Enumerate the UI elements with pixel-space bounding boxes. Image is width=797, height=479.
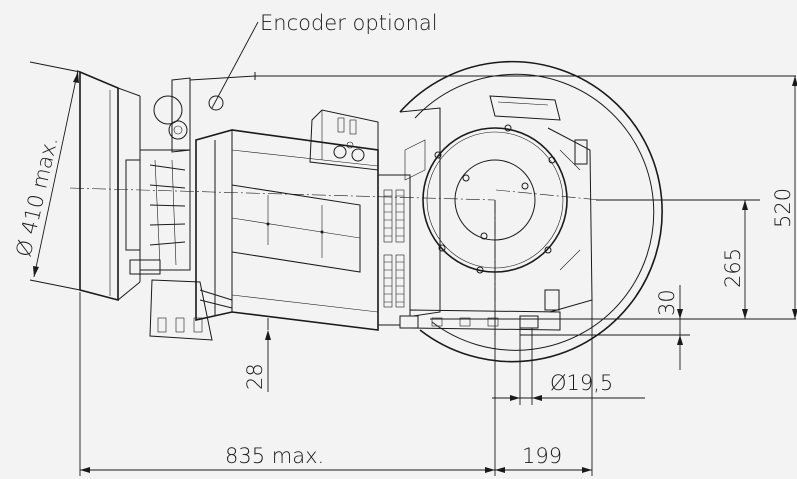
motor-body [195,129,379,331]
encoder-label: Encoder optional [260,11,438,35]
brake-assembly [125,149,213,341]
dim-foot-offset: 28 [243,363,267,390]
cooling-grille [377,174,411,326]
dim-axis-height: 265 [721,248,745,288]
encoder-leader-line [211,21,259,109]
dim-base-offset: 30 [655,289,679,316]
dimension-lines [29,61,797,473]
dim-total-height: 520 [771,188,795,228]
extension-lines [79,75,796,476]
dim-hole-diameter: Ø19,5 [550,371,613,395]
traction-sheave [79,70,141,302]
dim-sheave-diameter: Ø 410 max. [11,134,62,259]
terminal-box [309,109,379,171]
dim-axis-to-end: 199 [522,444,562,468]
centerlines [69,187,601,335]
encoder [153,72,256,153]
dim-overall-length: 835 max. [225,444,324,468]
main-housing [399,60,663,363]
